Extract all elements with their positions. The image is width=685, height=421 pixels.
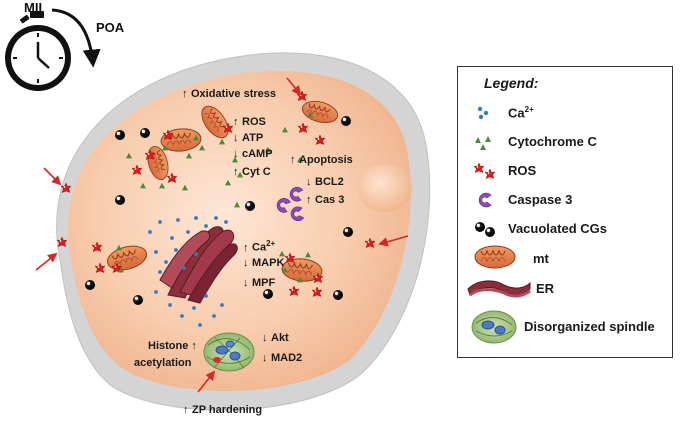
- disorganized-spindle: [203, 332, 255, 372]
- cytochrome-c-icon: [475, 136, 491, 150]
- label-ca: ↑Ca2+: [243, 239, 276, 254]
- legend-label-vacuolated-cgs: Vacuolated CGs: [508, 221, 607, 236]
- label-camp: ↓cAMP: [233, 148, 273, 160]
- er-icon: [467, 280, 531, 298]
- label-apoptosis: ↑Apoptosis: [290, 154, 353, 166]
- label-mapk: ↓MAPK: [243, 257, 285, 269]
- calcium-icon: [477, 106, 489, 120]
- label-cytc: ↑Cyt C: [233, 166, 271, 178]
- legend-label-disorganized-spindle: Disorganized spindle: [524, 319, 655, 334]
- ros-icon: [473, 162, 496, 179]
- vacuolated-cg-icon: [475, 222, 495, 237]
- label-bcl2: ↓BCL2: [306, 176, 344, 188]
- time-arrow: [51, 8, 101, 68]
- label-zp-hardening: ↑ZP hardening: [183, 404, 263, 416]
- label-cas3: ↑Cas 3: [306, 194, 345, 206]
- legend-label-calcium: Ca2+: [508, 105, 534, 121]
- label-ros: ↑ROS: [233, 116, 266, 128]
- legend-label-caspase-3: Caspase 3: [508, 192, 573, 207]
- legend-title: Legend:: [484, 75, 539, 91]
- endoplasmic-reticulum: [159, 226, 238, 304]
- caspase-3-icon: [478, 192, 492, 208]
- polar-body: [358, 164, 412, 212]
- legend-label-cytochrome-c: Cytochrome C: [508, 134, 597, 149]
- label-oxidative-stress: ↑Oxidative stress: [182, 88, 276, 100]
- legend-label-mt: mt: [533, 251, 549, 266]
- legend-label-ros: ROS: [508, 163, 537, 178]
- legend-label-er: ER: [536, 281, 555, 296]
- clock-icon: [5, 11, 71, 91]
- spindle-icon: [471, 310, 517, 344]
- clock-label-poa: POA: [96, 20, 125, 35]
- label-akt: ↓Akt: [262, 332, 289, 344]
- label-mad2: ↓MAD2: [262, 352, 303, 364]
- legend: Legend: Ca2+ Cytochrome C ROS Caspase 3 …: [457, 66, 673, 358]
- label-histone: Histone ↑: [148, 340, 197, 352]
- label-acetylation: acetylation: [134, 357, 192, 369]
- mitochondrion-icon: [474, 245, 516, 269]
- clock-label-mii: MII: [24, 0, 42, 15]
- label-mpf: ↓MPF: [243, 277, 276, 289]
- external-arrows: [35, 77, 409, 393]
- label-atp: ↓ATP: [233, 132, 264, 144]
